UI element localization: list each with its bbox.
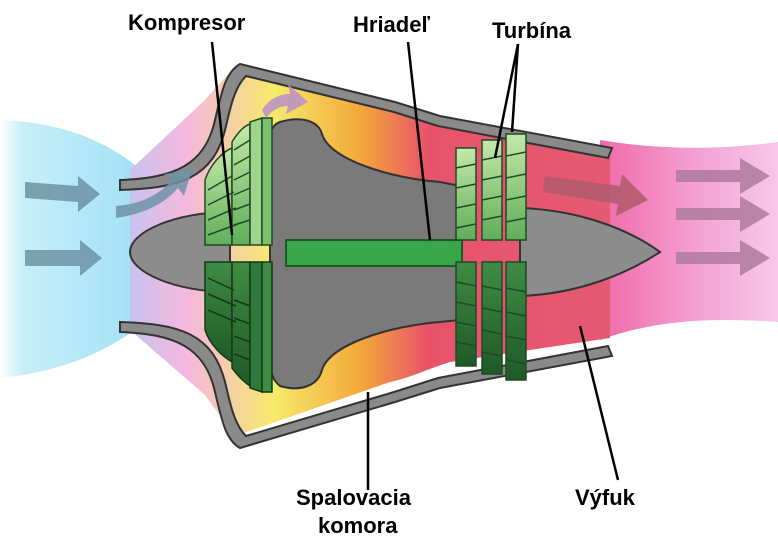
- label-combustion-line2: komora: [318, 513, 398, 538]
- label-exhaust: Výfuk: [575, 485, 636, 510]
- label-combustion-line1: Spalovacia: [296, 485, 412, 510]
- label-compressor: Kompresor: [128, 10, 246, 35]
- label-turbine: Turbína: [492, 18, 572, 43]
- label-shaft: Hriadeľ: [353, 12, 430, 37]
- shaft: [286, 240, 462, 266]
- intake-air-flow: [0, 120, 150, 378]
